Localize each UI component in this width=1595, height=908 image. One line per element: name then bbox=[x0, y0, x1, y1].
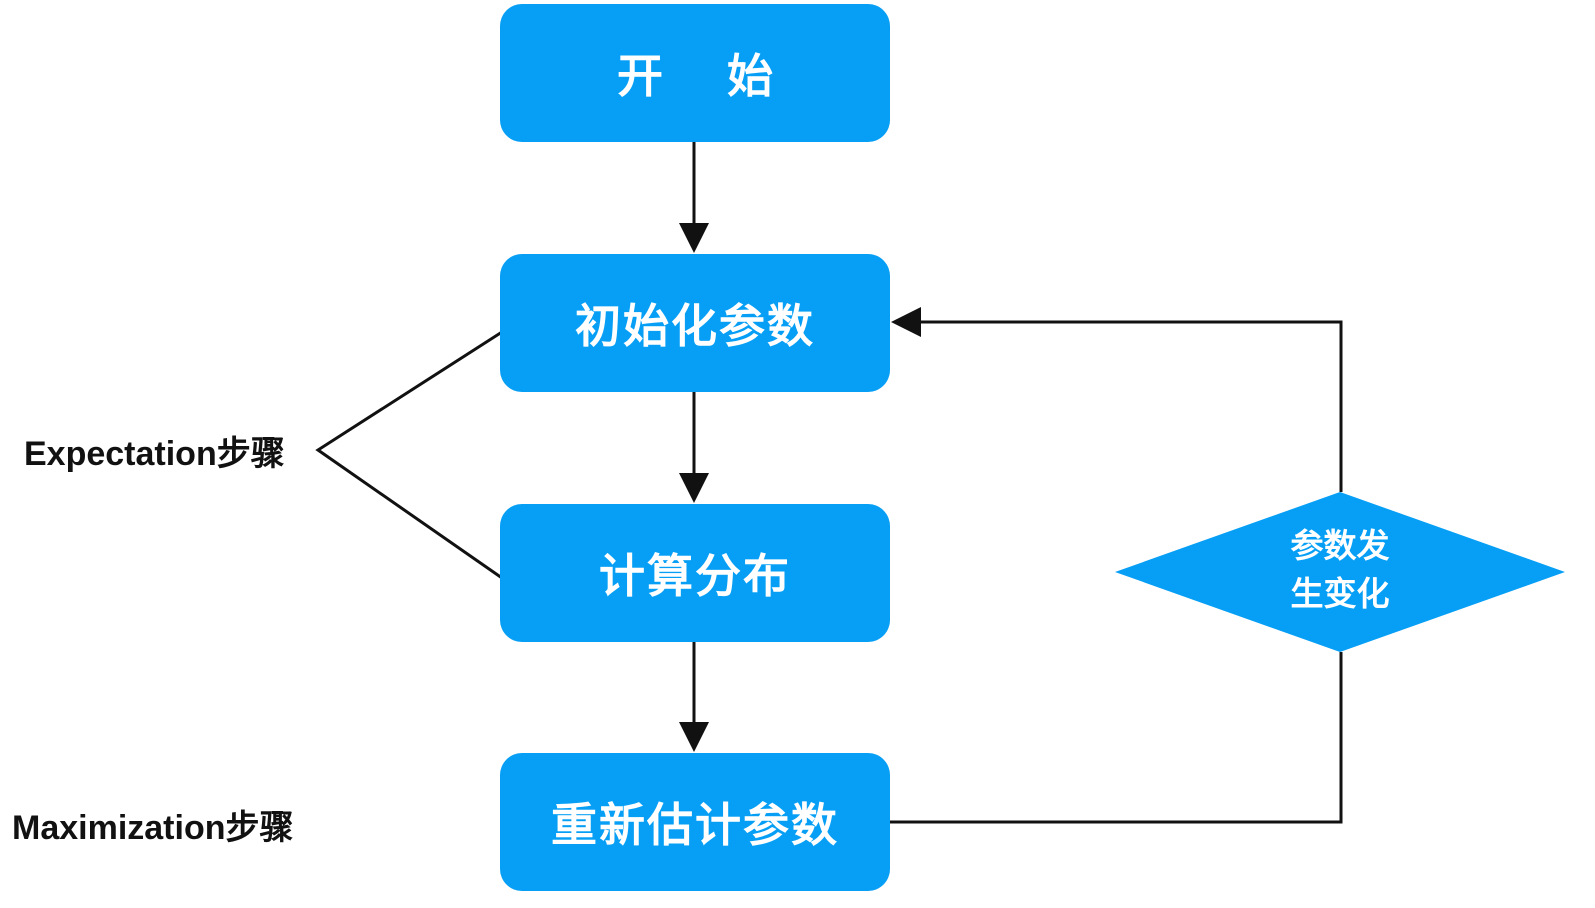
reestimate-params-label: 重新估计参数 bbox=[551, 798, 839, 852]
decision-diamond bbox=[1115, 492, 1565, 652]
connector-reestimate-to-decision bbox=[890, 652, 1343, 824]
compute-distribution-label: 计算分布 bbox=[599, 549, 791, 603]
expectation-bracket bbox=[315, 330, 503, 580]
start-node-label: 开 始 bbox=[616, 49, 774, 103]
init-params-label: 初始化参数 bbox=[575, 299, 815, 353]
reestimate-params-node: 重新估计参数 bbox=[500, 753, 890, 891]
start-node: 开 始 bbox=[500, 4, 890, 142]
arrow-decision-to-init bbox=[891, 307, 1343, 492]
decision-label-line1: 参数发 bbox=[1290, 526, 1390, 565]
expectation-step-label: Expectation步骤 bbox=[24, 435, 285, 473]
init-params-node: 初始化参数 bbox=[500, 254, 890, 392]
compute-distribution-node: 计算分布 bbox=[500, 504, 890, 642]
maximization-step-label: Maximization步骤 bbox=[12, 809, 294, 847]
decision-label: 参数发 生变化 bbox=[1240, 522, 1440, 618]
decision-label-line2: 生变化 bbox=[1290, 574, 1390, 613]
